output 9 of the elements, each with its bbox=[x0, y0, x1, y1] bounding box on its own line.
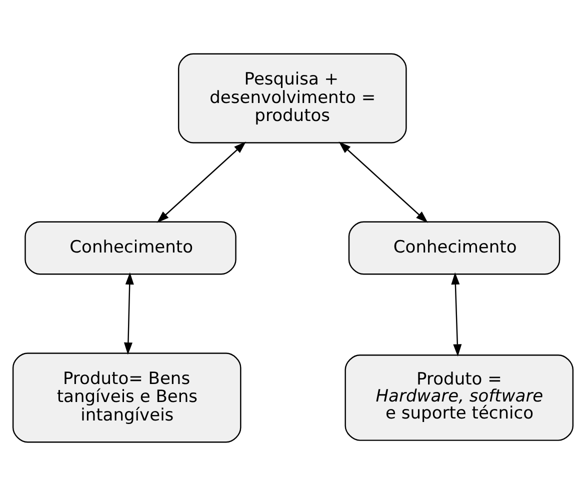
node-box: Pesquisa + desenvolvimento = produtos bbox=[178, 52, 407, 143]
node-box: Produto = Hardware, software e suporte técnico bbox=[344, 354, 574, 440]
arrow bbox=[124, 272, 134, 354]
arrow bbox=[156, 141, 246, 222]
arrow bbox=[451, 272, 462, 356]
node-box: Conhecimento bbox=[348, 220, 560, 274]
node-box: Produto= Bens tangíveis e Bens intangíveis bbox=[12, 352, 242, 442]
node-box: Conhecimento bbox=[24, 220, 236, 274]
arrow bbox=[338, 141, 428, 222]
